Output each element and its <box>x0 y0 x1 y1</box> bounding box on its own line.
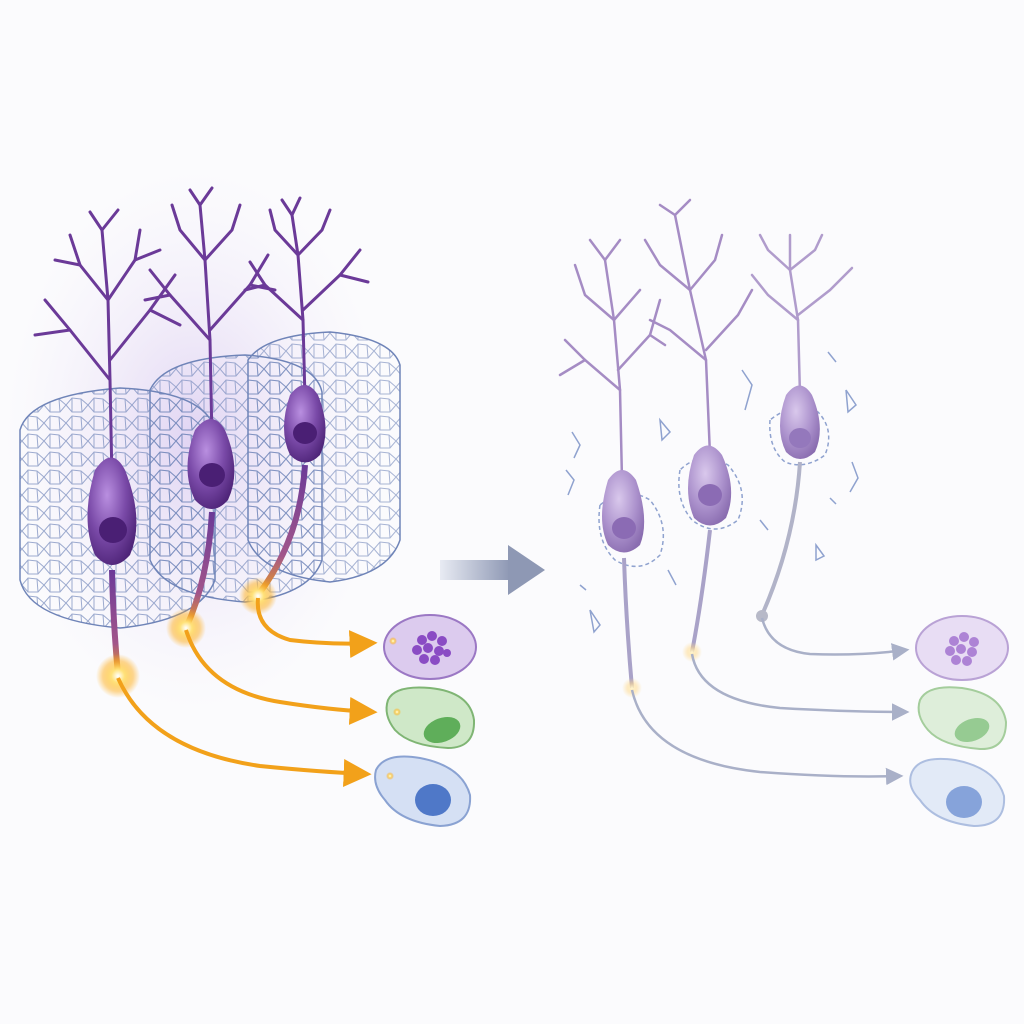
dendrites <box>33 208 182 482</box>
neuron-c-faded <box>750 233 854 622</box>
nucleus <box>99 517 127 543</box>
dendrites <box>750 233 854 397</box>
dendrites <box>243 196 370 402</box>
dendrites <box>643 198 754 457</box>
nucleus <box>698 484 722 506</box>
soma <box>602 470 645 553</box>
target-cell-purple <box>915 615 1009 681</box>
soma <box>87 457 137 565</box>
projection-b <box>184 629 378 725</box>
target-cell-blue <box>374 755 472 828</box>
projection-a-faded <box>630 689 904 786</box>
target-cell-purple <box>383 614 477 680</box>
projection-b-faded <box>690 653 910 721</box>
axon-hillock-glow <box>622 678 642 698</box>
projections <box>116 597 378 788</box>
axon-hillock-glow <box>166 608 206 648</box>
axon-terminal <box>756 610 768 622</box>
axon-hillock-glow <box>682 642 702 662</box>
projection-c-faded <box>760 617 910 661</box>
nucleus <box>612 517 636 539</box>
axon <box>622 557 634 689</box>
arrow-right-icon <box>440 545 545 595</box>
panel-degraded <box>558 198 1009 828</box>
neuron-a-faded <box>558 238 667 698</box>
projection-a <box>116 677 372 788</box>
axon <box>690 529 712 653</box>
nucleus <box>199 463 225 487</box>
axon-hillock-glow <box>96 654 140 698</box>
axon <box>760 461 802 616</box>
neuron-b <box>143 186 277 648</box>
dendrites <box>558 238 667 482</box>
target-cells-faded <box>909 615 1009 828</box>
projections-faded <box>630 617 910 786</box>
neuron-c <box>239 196 370 615</box>
projection-c <box>255 597 378 659</box>
target-cell-green <box>917 686 1008 751</box>
neuron-a <box>33 208 182 698</box>
axon-hillock-glow <box>239 577 277 615</box>
nucleus <box>789 428 811 448</box>
neuron-b-faded <box>643 198 754 662</box>
nucleus <box>293 422 317 444</box>
dendrites <box>143 186 277 442</box>
panel-intact <box>5 170 477 828</box>
target-cells <box>374 614 477 828</box>
target-cell-blue <box>909 757 1006 828</box>
target-cell-green <box>385 686 476 750</box>
